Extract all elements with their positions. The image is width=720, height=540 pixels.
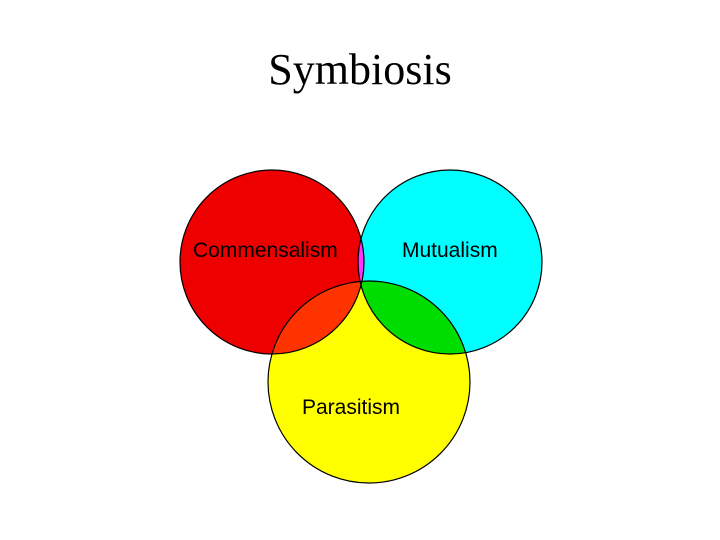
mutualism-label: Mutualism [402, 239, 498, 262]
commensalism-parasitism-overlap [268, 281, 364, 354]
slide-title: Symbiosis [268, 45, 452, 94]
parasitism-label: Parasitism [302, 396, 400, 419]
commensalism-label: Commensalism [193, 239, 338, 262]
venn-outlines [179, 169, 543, 484]
mutualism-parasitism-overlap [358, 281, 470, 354]
